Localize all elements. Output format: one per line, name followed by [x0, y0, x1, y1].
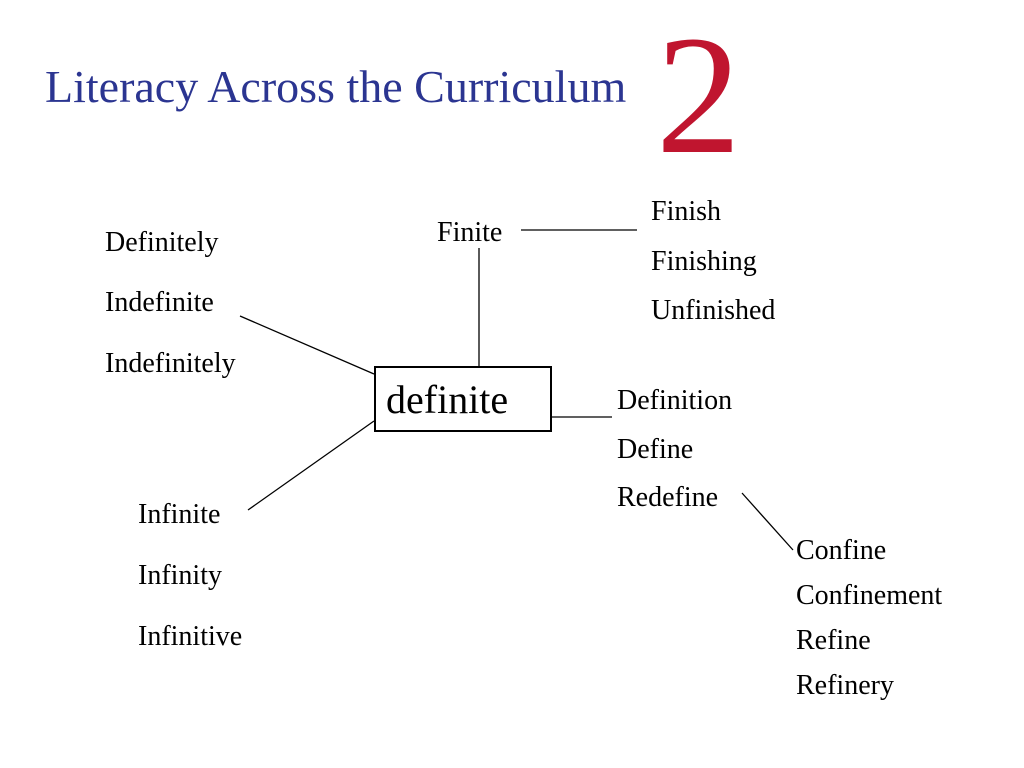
connector-infinite [247, 420, 375, 511]
connector-redefine-confine [741, 492, 794, 551]
center-word-box: definite [374, 366, 552, 432]
word-confinement: Confinement [796, 580, 943, 611]
word-refine: Refine [796, 625, 871, 656]
word-definitely: Definitely [105, 227, 219, 258]
word-infinite: Infinite [138, 499, 221, 530]
connector-indefinite [239, 315, 375, 375]
word-define: Define [617, 434, 694, 465]
slide-number: 2 [656, 1, 741, 189]
word-infinity: Infinity [138, 560, 222, 591]
slide-title: Literacy Across the Curriculum [45, 61, 627, 112]
word-unfinished: Unfinished [651, 295, 776, 326]
word-indefinite: Indefinite [105, 287, 214, 318]
word-finish: Finish [651, 196, 722, 227]
word-finite: Finite [437, 217, 503, 248]
word-infinitive: Infinitive [138, 621, 243, 652]
center-word: definite [386, 377, 509, 422]
word-confine: Confine [796, 535, 887, 566]
word-finishing: Finishing [651, 246, 757, 277]
word-indefinitely: Indefinitely [105, 348, 236, 379]
word-definition: Definition [617, 385, 733, 416]
word-redefine: Redefine [617, 482, 719, 513]
word-refinery: Refinery [796, 670, 894, 701]
